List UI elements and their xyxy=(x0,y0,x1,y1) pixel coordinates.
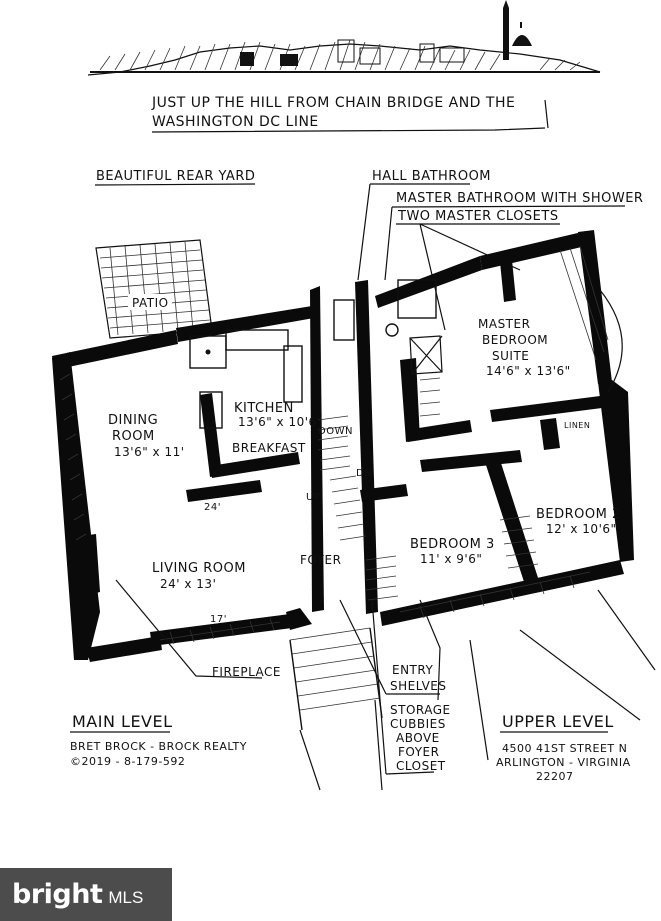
label-living: LIVING ROOM xyxy=(152,561,246,576)
callout-entry-2: SHELVES xyxy=(390,679,447,693)
lower-callouts: FIREPLACE ENTRY SHELVES STORAGE CUBBIES … xyxy=(115,579,451,775)
footer-copyright: ©2019 - 8-179-592 xyxy=(70,755,185,768)
callout-entry-1: ENTRY xyxy=(392,663,433,677)
size-master: 14'6" x 13'6" xyxy=(486,364,571,378)
label-bedroom-2: BEDROOM 2 xyxy=(536,507,621,522)
footer-address-1: 4500 41ST STREET N xyxy=(502,742,627,755)
callout-storage-5: CLOSET xyxy=(396,759,446,773)
size-kitchen: 13'6" x 10'6" xyxy=(238,415,323,429)
header-caption: JUST UP THE HILL FROM CHAIN BRIDGE AND T… xyxy=(151,95,549,133)
marker-down: DOWN xyxy=(318,426,353,437)
size-dining: 13'6" x 11' xyxy=(114,445,185,459)
label-kitchen: KITCHEN xyxy=(234,401,294,416)
caption-line-2: WASHINGTON DC LINE xyxy=(152,114,319,130)
exterior-walls xyxy=(52,230,634,662)
bay-arc xyxy=(599,289,623,393)
room-labels: DINING ROOM 13'6" x 11' KITCHEN 13'6" x … xyxy=(108,317,621,591)
footer-main-level: MAIN LEVEL xyxy=(72,712,173,731)
footer: MAIN LEVEL BRET BROCK - BROCK REALTY ©20… xyxy=(70,712,631,783)
patio-area: PATIO xyxy=(95,239,213,339)
callout-fireplace: FIREPLACE xyxy=(212,665,281,679)
label-bedroom-3: BEDROOM 3 xyxy=(410,537,495,552)
skyline-sketch xyxy=(87,0,601,76)
footer-author: BRET BROCK - BROCK REALTY xyxy=(70,740,247,753)
kitchen-fixtures xyxy=(189,329,303,429)
interior-hatching xyxy=(59,245,609,645)
dim-24: 24' xyxy=(204,502,221,513)
callout-master-bath: MASTER BATHROOM WITH SHOWER xyxy=(396,191,643,206)
mls-watermark: bright MLS xyxy=(0,868,172,921)
watermark-suffix: MLS xyxy=(108,887,144,907)
label-dining-room: ROOM xyxy=(112,429,155,444)
label-master-bedroom: BEDROOM xyxy=(482,333,548,347)
dim-17: 17' xyxy=(210,614,227,625)
label-foyer: FOYER xyxy=(300,553,341,567)
callout-rear-yard: BEAUTIFUL REAR YARD xyxy=(96,169,255,184)
label-dining: DINING xyxy=(108,413,158,428)
footer-address-3: 22207 xyxy=(536,770,574,783)
label-master: MASTER xyxy=(478,317,530,331)
callout-storage-4: FOYER xyxy=(398,745,439,759)
label-master-suite: SUITE xyxy=(492,349,529,363)
bath-fixtures xyxy=(333,279,443,375)
markers: DOWN DN UP 24' 17' xyxy=(204,426,372,625)
marker-up: UP xyxy=(306,492,320,503)
watermark-brand: bright xyxy=(12,879,103,910)
monument-obelisk xyxy=(503,8,509,60)
size-bedroom-2: 12' x 10'6" xyxy=(546,522,617,536)
callout-storage-2: CUBBIES xyxy=(390,717,446,731)
callout-storage-1: STORAGE xyxy=(390,703,451,717)
label-breakfast: BREAKFAST xyxy=(232,441,306,455)
callout-master-closets: TWO MASTER CLOSETS xyxy=(397,209,559,224)
caption-line-1: JUST UP THE HILL FROM CHAIN BRIDGE AND T… xyxy=(151,95,515,111)
perspective-lines xyxy=(299,589,656,791)
callout-storage-3: ABOVE xyxy=(396,731,440,745)
callout-hall-bathroom: HALL BATHROOM xyxy=(372,169,491,184)
closet-shelves xyxy=(365,377,539,601)
label-patio: PATIO xyxy=(132,296,169,310)
capitol-dome xyxy=(512,35,532,46)
size-bedroom-3: 11' x 9'6" xyxy=(420,552,482,566)
footer-address-2: ARLINGTON - VIRGINIA xyxy=(496,756,631,769)
size-living: 24' x 13' xyxy=(160,577,216,591)
footer-upper-level: UPPER LEVEL xyxy=(502,712,614,731)
label-linen: LINEN xyxy=(564,421,590,430)
marker-dn: DN xyxy=(356,468,372,479)
